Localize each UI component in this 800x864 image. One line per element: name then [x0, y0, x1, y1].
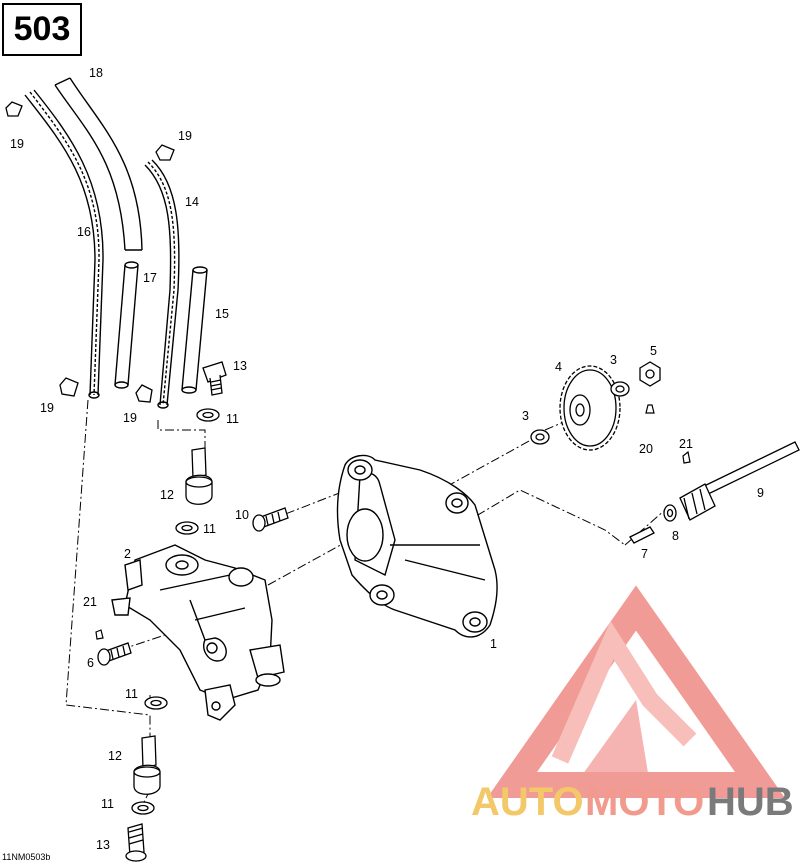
page-number: 503: [13, 10, 71, 48]
callout-labels: 18 19 19 14 16 17 15 13 19 19 11 12 11 1…: [10, 66, 764, 852]
callout-8: 8: [672, 529, 679, 543]
key-21: [95, 450, 691, 640]
callout-14: 14: [185, 195, 199, 209]
callout-12-lower: 12: [108, 749, 122, 763]
drawing-code: 11NM0503b: [2, 852, 51, 862]
hose-18: [54, 77, 143, 251]
watermark-text: AUTO MOTO HUB: [471, 780, 794, 824]
callout-5: 5: [650, 344, 657, 358]
callout-6: 6: [87, 656, 94, 670]
callout-18: 18: [89, 66, 103, 80]
callout-11-c: 11: [125, 687, 138, 701]
watermark-moto: MOTO: [585, 780, 704, 824]
callout-3-upper: 3: [610, 353, 617, 367]
callout-2: 2: [124, 547, 131, 561]
callout-21-left: 21: [83, 595, 97, 609]
callout-17: 17: [143, 271, 157, 285]
callout-13-lower: 13: [96, 838, 110, 852]
callout-3-lower: 3: [522, 409, 529, 423]
pin-7: [629, 526, 655, 544]
callout-1: 1: [490, 637, 497, 651]
watermark-auto: AUTO: [471, 780, 584, 824]
callout-19-a: 19: [10, 137, 24, 151]
callout-16: 16: [77, 225, 91, 239]
callout-11-d: 11: [101, 797, 114, 811]
cover-1: [336, 454, 498, 638]
banjo-bolt-13-upper: [202, 361, 227, 396]
callout-12-upper: 12: [160, 488, 174, 502]
screw-10: [252, 507, 289, 532]
nut-5: [639, 361, 661, 387]
screw-6: [97, 642, 132, 666]
callout-19-b: 19: [178, 129, 192, 143]
hose-14: [144, 159, 180, 409]
tube-17: [114, 261, 139, 389]
banjo-bolt-13-lower: [125, 823, 147, 862]
callout-15: 15: [215, 307, 229, 321]
gear-4: [559, 365, 621, 451]
callout-19-d: 19: [123, 411, 137, 425]
banjo-fitting-12-upper: [185, 447, 213, 505]
callout-10: 10: [235, 508, 249, 522]
callout-11-a: 11: [226, 412, 239, 426]
banjo-fitting-12-lower: [133, 735, 161, 795]
watermark-hub: HUB: [707, 780, 794, 824]
callout-9: 9: [757, 486, 764, 500]
callout-21-right: 21: [679, 437, 693, 451]
key-20: [645, 404, 655, 414]
watermark-logo: [487, 585, 785, 798]
hose-16: [24, 89, 104, 399]
oil-pump-2: [111, 544, 285, 721]
callout-7: 7: [641, 547, 648, 561]
clip-19: [5, 101, 175, 403]
washers-3: [530, 381, 630, 445]
callout-19-c: 19: [40, 401, 54, 415]
tube-15: [181, 266, 208, 394]
page-number-box: 503: [2, 3, 82, 56]
callout-11-b: 11: [203, 522, 216, 536]
washer-8: [663, 504, 677, 522]
shaft-9: [679, 441, 800, 521]
callout-13-upper: 13: [233, 359, 247, 373]
callout-4: 4: [555, 360, 562, 374]
callout-20: 20: [639, 442, 653, 456]
washers-11: [131, 408, 220, 815]
